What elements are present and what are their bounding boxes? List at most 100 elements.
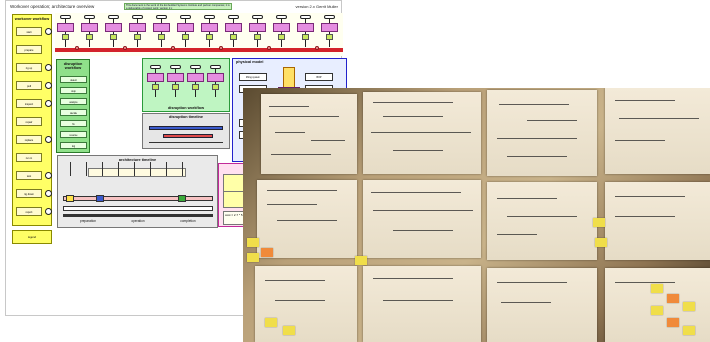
step-marker-icon — [45, 190, 52, 197]
rail-node — [219, 46, 223, 50]
disruption-timeline: disruption timeline — [142, 113, 230, 149]
sketch-sheet — [363, 92, 481, 174]
disruption-workflow-column: disruption workflow detect stop analyze … — [56, 59, 90, 153]
timeline-tick — [70, 162, 71, 176]
step-marker-icon — [45, 28, 52, 35]
timeline-tick — [118, 162, 119, 176]
rail-node — [315, 46, 319, 50]
workflow-step: report — [16, 207, 42, 216]
rig-station-icon — [147, 63, 164, 97]
timeline-marker — [96, 195, 104, 202]
timeline-tick — [150, 162, 151, 176]
disruption-header: disruption workflow — [57, 62, 89, 70]
timeline-axis — [149, 142, 223, 143]
timeline-bar — [149, 126, 223, 130]
sticky-note — [651, 284, 663, 293]
poster-note: This document is the work of the Embedde… — [124, 3, 232, 10]
rig-station-icon — [201, 13, 218, 47]
sticky-note — [651, 306, 663, 315]
disruption-step: stop — [60, 87, 87, 94]
timeline-axis — [63, 214, 213, 217]
disruption-step: detect — [60, 76, 87, 83]
sketch-sheet — [605, 182, 710, 260]
timeline-band — [63, 206, 213, 211]
rig-station-icon — [207, 63, 224, 97]
rig-station-icon — [249, 13, 266, 47]
sketch-sheet — [487, 90, 597, 176]
timeline-tick — [86, 162, 87, 176]
timeline-band-label: operation — [114, 219, 162, 223]
sketch-sheet — [605, 88, 710, 174]
timeline-band-label: completion — [164, 219, 212, 223]
step-marker-icon — [45, 136, 52, 143]
disruption-step: analyze — [60, 98, 87, 105]
workflow-step: start — [16, 27, 42, 36]
step-marker-icon — [45, 82, 52, 89]
poster-title: Workover operation; architecture overvie… — [10, 4, 94, 9]
disruption-workflow-label: disruption workflow — [143, 106, 229, 110]
workover-workflow-column: workover workflow start prepare rig up p… — [12, 14, 52, 226]
sticky-note — [265, 318, 277, 327]
sticky-note — [667, 318, 679, 327]
timeline-tick — [134, 162, 135, 176]
rail-node — [171, 46, 175, 50]
rig-station-icon — [273, 13, 290, 47]
component-box: BOP — [305, 73, 333, 81]
workflow-step: prepare — [16, 45, 42, 54]
sketch-sheet — [363, 266, 481, 342]
sticky-note — [247, 238, 259, 247]
rig-station-icon — [321, 13, 338, 47]
workflow-header: workover workflow — [13, 17, 51, 21]
rig-station-icon — [225, 13, 242, 47]
rig-station-icon — [81, 13, 98, 47]
sketch-sheet — [255, 266, 357, 342]
workflow-step: rig up — [16, 63, 42, 72]
rig-station-icon — [167, 63, 184, 97]
sticky-note — [261, 248, 273, 257]
workflow-step: run in — [16, 153, 42, 162]
sticky-note — [667, 294, 679, 303]
rig-station-icon — [153, 13, 170, 47]
rig-stations-band — [55, 13, 343, 56]
sticky-note — [355, 256, 367, 265]
rig-station-icon — [187, 63, 204, 97]
disruption-timeline-label: disruption timeline — [143, 115, 229, 119]
timeline-band — [63, 196, 213, 201]
disruption-step: decide — [60, 109, 87, 116]
timeline-tick — [102, 162, 103, 176]
workflow-step: test — [16, 171, 42, 180]
sticky-note — [593, 218, 605, 227]
sticky-note — [595, 238, 607, 247]
sketch-sheet — [257, 180, 357, 258]
poster-legend: legend — [12, 230, 52, 244]
rail-node — [123, 46, 127, 50]
disruption-workflow-diagram: disruption workflow — [142, 58, 230, 112]
disruption-step: resume — [60, 131, 87, 138]
rig-station-icon — [297, 13, 314, 47]
sketch-sheet — [487, 268, 597, 342]
rig-station-icon — [105, 13, 122, 47]
architecture-timeline: architecture timeline preparation operat… — [57, 155, 218, 228]
timeline-marker — [66, 195, 74, 202]
sticky-note — [247, 253, 259, 262]
workflow-step: inspect — [16, 99, 42, 108]
pipeline-rail — [55, 48, 343, 52]
sketch-sheet — [487, 182, 597, 260]
workflow-step: pull — [16, 81, 42, 90]
poster-version: version 2.x Gerrit Muller — [296, 4, 338, 9]
timeline-band-label: preparation — [64, 219, 112, 223]
rig-station-icon — [129, 13, 146, 47]
sticky-note — [683, 302, 695, 311]
rig-station-icon — [177, 13, 194, 47]
sketch-sheet — [261, 94, 357, 174]
timeline-tick — [182, 162, 183, 176]
rig-station-icon — [57, 13, 74, 47]
physical-model-header: physical model — [233, 60, 346, 64]
sticky-note — [683, 326, 695, 335]
step-marker-icon — [45, 64, 52, 71]
step-marker-icon — [45, 100, 52, 107]
step-marker-icon — [45, 208, 52, 215]
timeline-marker — [178, 195, 186, 202]
timeline-bar — [163, 134, 213, 138]
rail-node — [75, 46, 79, 50]
